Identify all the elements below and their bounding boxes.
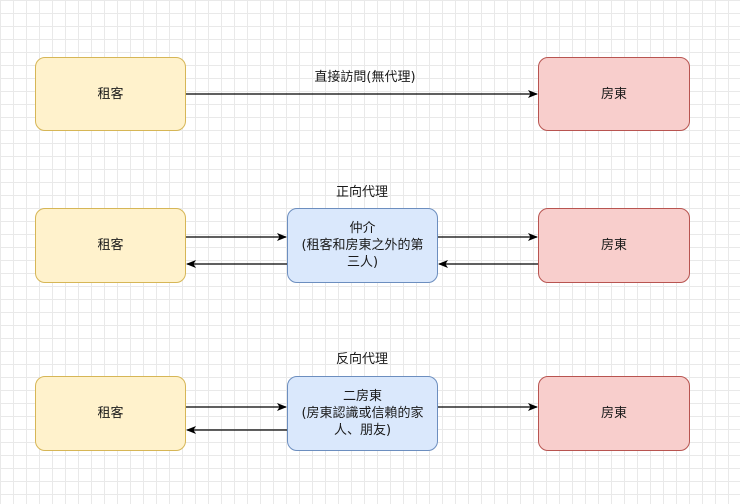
landlord-label: 房東 — [600, 406, 627, 421]
tenant-label: 租客 — [97, 238, 124, 253]
agent-desc-line2: 三人) — [346, 255, 379, 270]
tenant-node-reverse: 租客 — [35, 376, 186, 451]
sublandlord-node: 二房東 (房東認識或信賴的家 人、朋友) — [287, 376, 438, 451]
sublandlord-title: 二房東 — [342, 389, 382, 404]
tenant-label: 租客 — [97, 406, 124, 421]
direct-access-label: 直接訪問(無代理) — [314, 70, 416, 85]
landlord-label: 房東 — [600, 86, 627, 102]
agent-desc-line1: (租客和房東之外的第 — [301, 238, 424, 253]
agent-title: 仲介 — [349, 221, 376, 236]
forward-proxy-title: 正向代理 — [335, 185, 388, 200]
landlord-node-forward: 房東 — [538, 208, 690, 283]
tenant-label: 租客 — [97, 86, 124, 102]
landlord-node-reverse: 房東 — [538, 376, 690, 451]
landlord-label: 房東 — [600, 238, 627, 253]
sublandlord-desc-line2: 人、朋友) — [333, 423, 392, 438]
tenant-node-direct: 租客 — [35, 57, 186, 131]
sublandlord-desc-line1: (房東認識或信賴的家 — [301, 406, 424, 421]
landlord-node-direct: 房東 — [538, 57, 690, 131]
reverse-proxy-title: 反向代理 — [335, 352, 388, 367]
agent-node: 仲介 (租客和房東之外的第 三人) — [287, 208, 438, 283]
tenant-node-forward: 租客 — [35, 208, 186, 283]
